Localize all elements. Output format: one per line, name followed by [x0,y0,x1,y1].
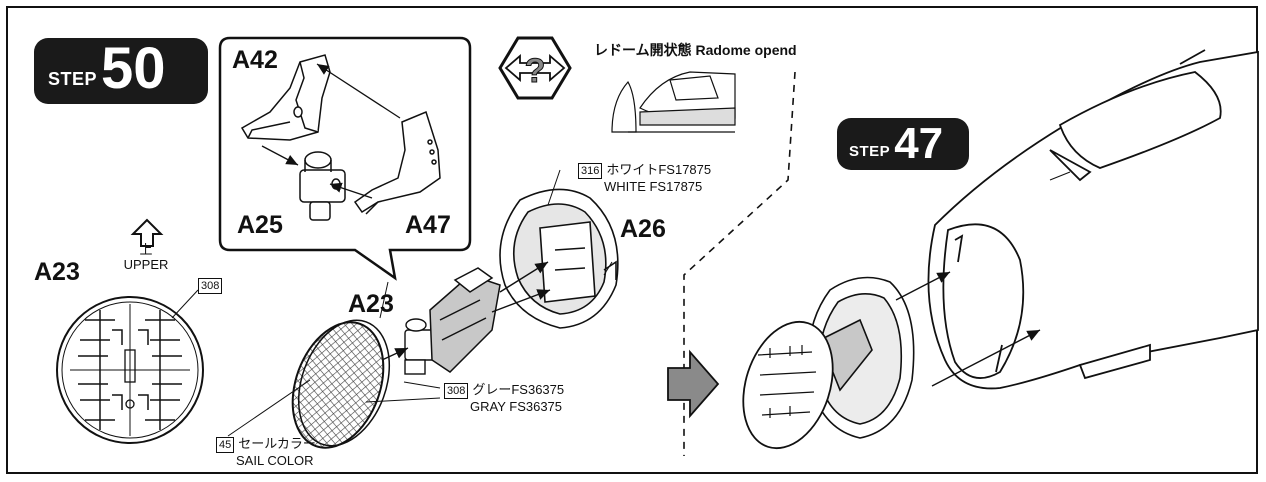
paint-name-en: WHITE FS17875 [604,179,703,194]
step-ref-number: 47 [894,119,944,168]
paint-name-jp: セールカラー [238,436,316,451]
step-number: 50 [101,36,166,101]
fuselage-nose-drawing [927,49,1259,390]
radome-open-thumbnail [611,71,736,133]
part-label-a26: A26 [620,215,666,243]
a23-mesh-disc [291,319,391,449]
part-label-a47: A47 [405,211,451,239]
part-label-a25: A25 [237,211,283,239]
a47-main-drawing [429,267,501,373]
paint-number: 308 [444,383,469,399]
upper-jp: 上 [139,242,153,257]
paint-code-308-detail: 308 [198,276,226,294]
step-label: STEP [48,69,98,89]
part-label-a23-detail: A23 [34,258,80,286]
paint-name-en: GRAY FS36375 [470,399,563,414]
part-label-a23-main: A23 [348,290,394,318]
a23-detail-disc [56,296,204,444]
paint-number: 308 [198,278,223,294]
question-arrow-icon: ? [498,36,572,100]
paint-name-jp: グレーFS36375 [472,382,565,397]
a26-frame-drawing [499,188,619,329]
part-a42-drawing [240,54,331,141]
paint-number: 45 [216,437,235,453]
paint-name-jp: ホワイトFS17875 [606,162,712,177]
step-ref-label: STEP [849,143,891,160]
forward-arrow-icon [667,349,720,419]
svg-text:?: ? [525,52,546,90]
step-divider [683,71,796,456]
installed-a23-drawing [742,320,834,450]
part-label-a42: A42 [232,46,278,74]
paint-name-en: SAIL COLOR [236,453,314,468]
step-47-badge: STEP 47 [837,118,969,170]
paint-number: 316 [578,163,603,179]
upper-arrow-icon [130,218,164,247]
part-a47-drawing [353,110,441,215]
upper-en: UPPER [123,257,169,272]
upper-label: 上 UPPER [115,242,177,272]
step-50-badge: STEP 50 [34,38,208,104]
radome-title: レドーム開状態 Radome opend [594,42,797,58]
a25-main-drawing [404,318,438,375]
